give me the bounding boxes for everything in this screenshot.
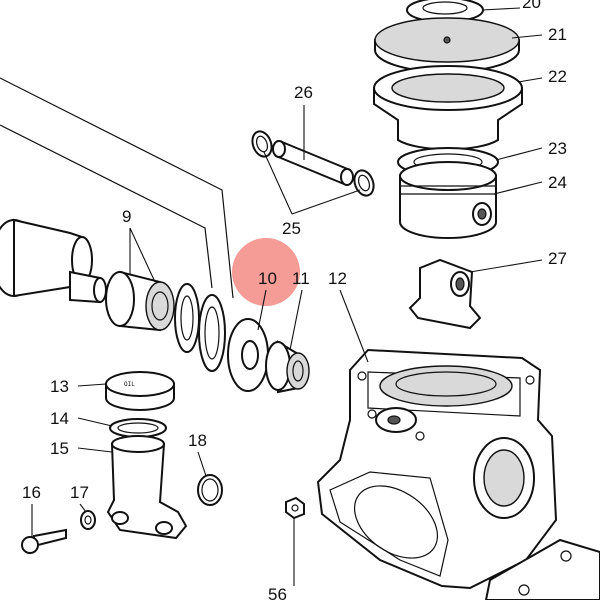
seal-14 bbox=[109, 418, 167, 438]
label-part-56: 56 bbox=[268, 585, 287, 600]
mounting-plate bbox=[484, 538, 600, 600]
piston-24 bbox=[399, 161, 497, 239]
disc-21 bbox=[374, 17, 520, 73]
label-part-23: 23 bbox=[548, 139, 567, 158]
label-part-16: 16 bbox=[22, 483, 41, 502]
shaft-housing bbox=[0, 218, 107, 304]
label-part-24: 24 bbox=[548, 173, 567, 192]
highlight-marker bbox=[232, 238, 300, 306]
label-part-13: 13 bbox=[50, 377, 69, 396]
guide-lines bbox=[0, 77, 234, 299]
label-part-21: 21 bbox=[548, 25, 567, 44]
label-part-25: 25 bbox=[282, 219, 301, 238]
label-part-22: 22 bbox=[548, 67, 567, 86]
label-part-18: 18 bbox=[188, 431, 207, 450]
reservoir-15 bbox=[106, 435, 188, 540]
circlip-25-right bbox=[353, 169, 375, 197]
label-part-20: 20 bbox=[522, 0, 541, 12]
label-part-11: 11 bbox=[292, 269, 310, 288]
seal-rings bbox=[174, 283, 226, 372]
housing-22 bbox=[373, 65, 523, 151]
bearing-9 bbox=[105, 270, 175, 332]
label-part-17: 17 bbox=[70, 483, 89, 502]
label-part-10: 10 bbox=[258, 269, 277, 288]
washer-17 bbox=[80, 510, 96, 530]
bolt-16 bbox=[21, 528, 67, 554]
label-part-9: 9 bbox=[122, 207, 131, 226]
oil-cap-13: OIL bbox=[105, 371, 175, 411]
washer-10 bbox=[227, 318, 269, 392]
label-part-27: 27 bbox=[548, 249, 567, 268]
pin-26 bbox=[272, 140, 354, 186]
oring-18 bbox=[197, 474, 223, 506]
gear-housing-12 bbox=[316, 348, 558, 590]
label-part-26: 26 bbox=[294, 83, 313, 102]
bracket-27 bbox=[408, 258, 482, 330]
bushing-11 bbox=[265, 340, 310, 394]
circlip-25-left bbox=[251, 130, 273, 158]
leader-lines bbox=[31, 7, 543, 586]
nut-56 bbox=[285, 496, 305, 520]
label-part-12: 12 bbox=[328, 269, 347, 288]
label-part-14: 14 bbox=[50, 409, 69, 428]
part-labels: 9 10 11 12 13 14 15 16 17 18 20 21 22 23… bbox=[22, 0, 567, 600]
label-part-15: 15 bbox=[50, 439, 69, 458]
cap-text: OIL bbox=[124, 381, 135, 388]
